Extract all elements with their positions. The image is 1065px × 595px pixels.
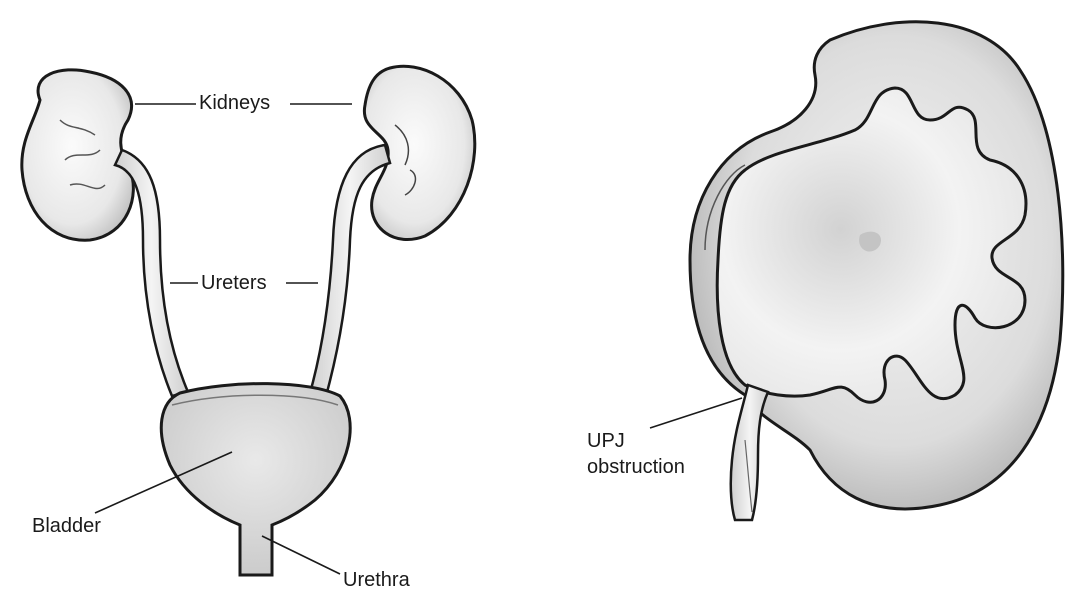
upj-label-line1: UPJ — [587, 428, 685, 454]
bladder-label: Bladder — [32, 514, 101, 538]
upj-obstruction-label: UPJ obstruction — [587, 428, 685, 480]
upj-label-line2: obstruction — [587, 454, 685, 480]
upj-leader — [650, 398, 742, 428]
kidneys-label: Kidneys — [199, 91, 270, 115]
bladder — [161, 384, 350, 575]
urethra-label: Urethra — [343, 568, 410, 592]
ureters-label: Ureters — [201, 271, 267, 295]
hydronephrotic-kidney — [690, 22, 1063, 520]
left-kidney — [22, 70, 134, 240]
urethra-leader — [262, 536, 340, 574]
